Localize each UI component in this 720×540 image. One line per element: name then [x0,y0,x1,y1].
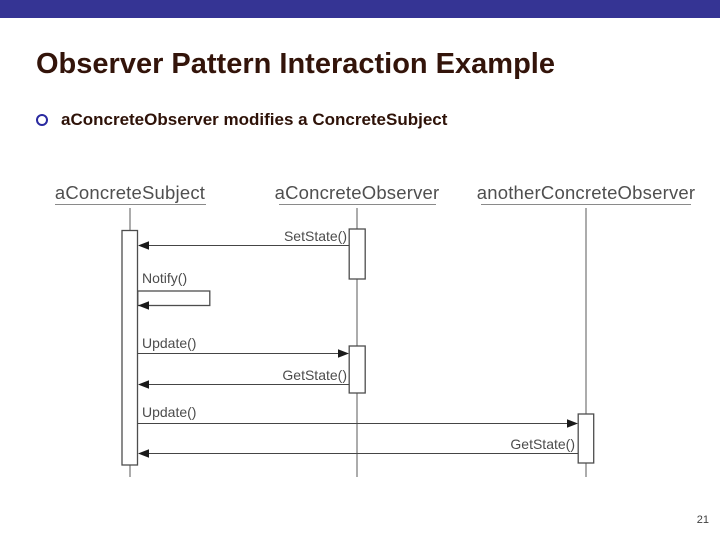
message-label: SetState() [284,228,347,244]
page-number: 21 [696,514,709,526]
self-call-box [137,290,211,307]
activation-bar-subject [121,229,139,466]
message-getstate-another-observer: GetState() [138,436,578,458]
activation-bar-observer-1 [348,228,366,280]
arrowhead-left [138,301,149,310]
lifeline-label-observer: aConcreteObserver [275,182,440,203]
message-update-observer: Update() [137,335,349,358]
message-update-another-observer: Update() [137,404,578,428]
circle-bullet-icon [36,114,48,126]
arrowhead-left [138,449,149,458]
arrowhead-left [138,380,149,389]
lifeline-label-another-observer: anotherConcreteObserver [477,182,696,203]
arrowhead-right [567,419,578,428]
lifeline-label-subject: aConcreteSubject [55,182,205,203]
bullet-text: aConcreteObserver modifies a ConcreteSub… [61,110,448,129]
message-label: Notify() [142,270,187,286]
message-notify-self-call: Notify() [137,270,211,310]
message-setstate: SetState() [138,228,349,250]
message-getstate-observer: GetState() [138,367,349,389]
activation-bar-observer-2 [348,345,366,394]
slide-title: Observer Pattern Interaction Example [36,48,555,80]
message-label: Update() [142,404,196,420]
bullet-item: aConcreteObserver modifies a ConcreteSub… [36,110,447,130]
activation-bar-another-observer [577,413,595,464]
message-label: GetState() [282,367,347,383]
arrowhead-left [138,241,149,250]
arrowhead-right [338,349,349,358]
message-label: Update() [142,335,196,351]
message-label: GetState() [510,436,575,452]
top-bar-decoration [0,0,720,18]
